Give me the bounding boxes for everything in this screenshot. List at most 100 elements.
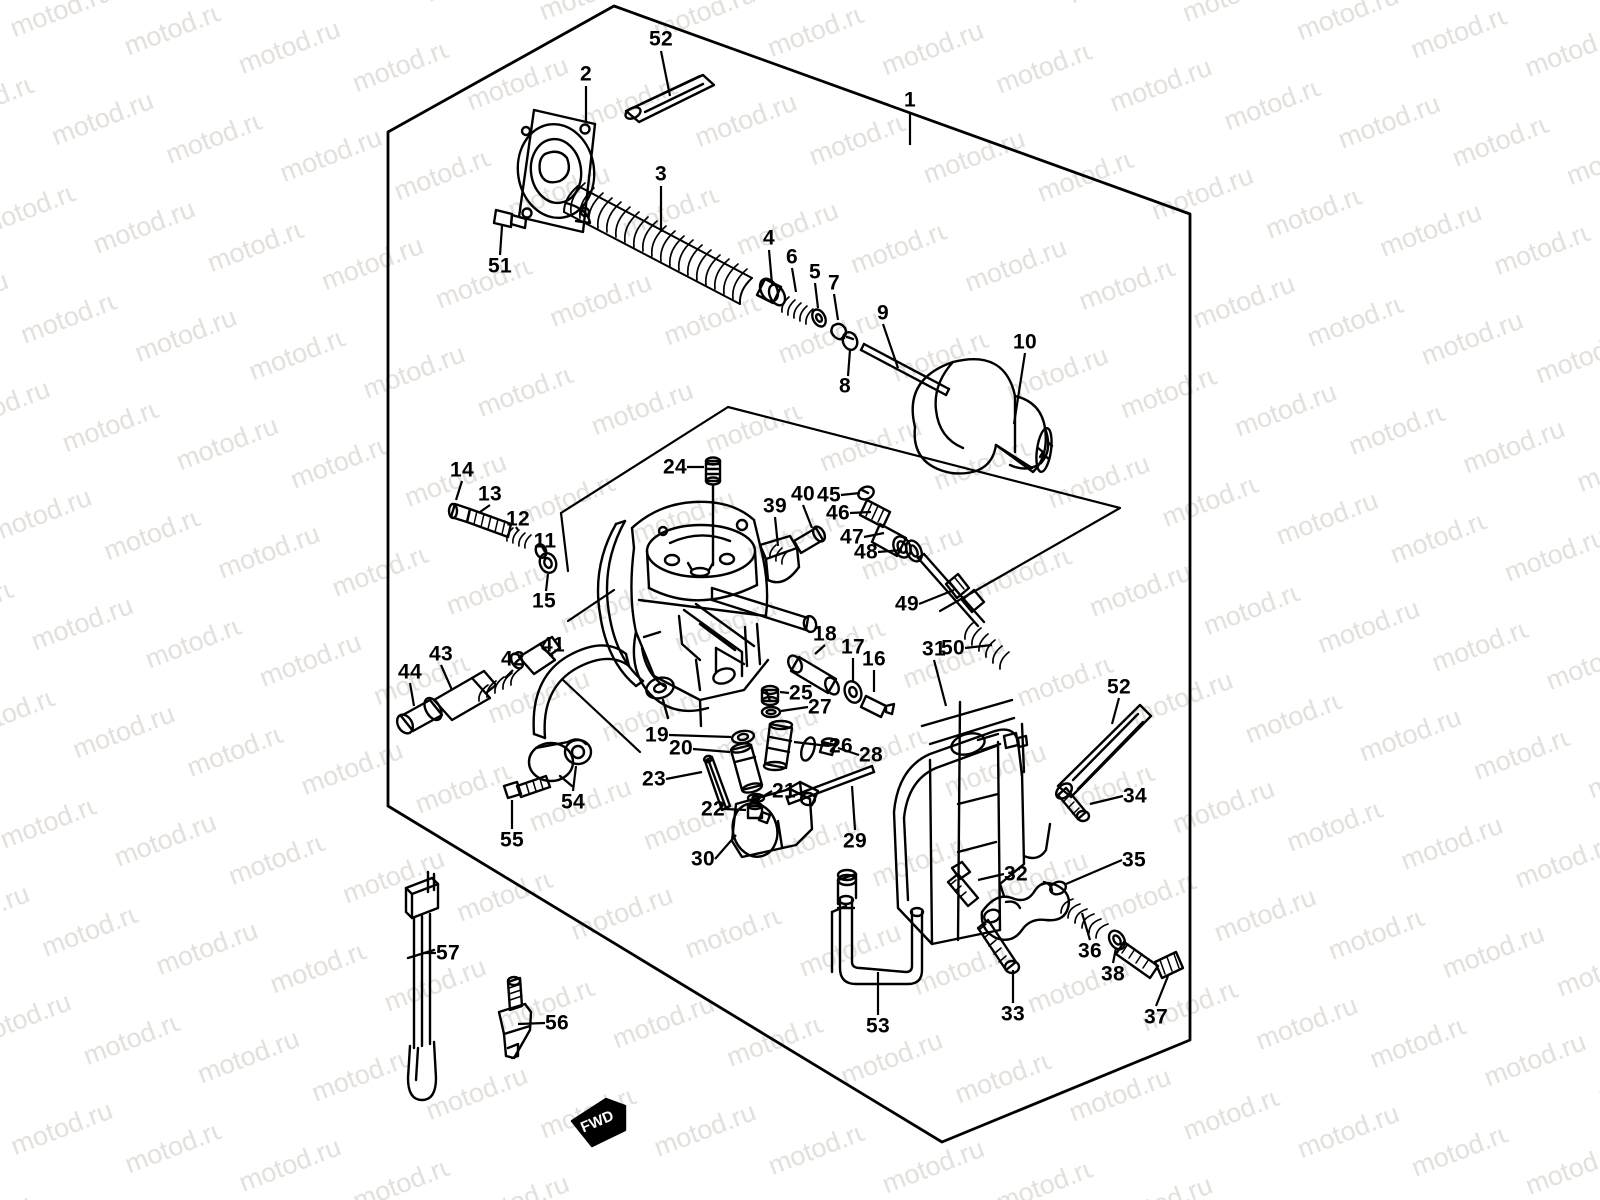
part-17-washer — [843, 680, 863, 704]
part-16-screw — [859, 694, 896, 719]
callout-11: 11 — [533, 529, 557, 553]
callout-37: 37 — [1144, 1005, 1168, 1029]
callout-57: 57 — [436, 941, 460, 965]
part-54-cable — [527, 644, 631, 788]
callout-14: 14 — [450, 458, 474, 482]
callout-12: 12 — [506, 507, 530, 531]
part-5-washer — [811, 308, 827, 328]
callout-38: 38 — [1101, 962, 1125, 986]
callout-32: 32 — [1004, 862, 1028, 886]
callout-16: 16 — [862, 647, 886, 671]
callout-27: 27 — [808, 695, 832, 719]
callout-1: 1 — [904, 88, 916, 112]
callout-43: 43 — [429, 642, 453, 666]
callout-26: 26 — [829, 734, 853, 758]
callout-50: 50 — [941, 636, 965, 660]
callout-53: 53 — [866, 1014, 890, 1038]
part-30-float — [730, 780, 820, 859]
callout-22: 22 — [701, 797, 725, 821]
part-6-spring — [781, 296, 814, 325]
callout-6: 6 — [786, 245, 798, 269]
part-32-screw — [946, 860, 980, 908]
part-53-hose — [830, 894, 925, 986]
part-37-adjuster — [1114, 940, 1185, 980]
callout-31: 31 — [922, 637, 946, 661]
part-57-gauge — [404, 870, 440, 1102]
callout-55: 55 — [500, 828, 524, 852]
leader-lines — [408, 50, 1170, 1026]
callout-21: 21 — [772, 779, 796, 803]
callout-23: 23 — [642, 767, 666, 791]
part-52-clamp-top — [624, 73, 716, 124]
part-48-oring — [904, 539, 924, 563]
callout-35: 35 — [1122, 848, 1146, 872]
part-23-needle — [702, 754, 732, 812]
part-13-screw-shaft — [465, 507, 513, 539]
callout-33: 33 — [1001, 1002, 1025, 1026]
part-40-screw — [792, 525, 827, 555]
callout-42: 42 — [501, 647, 525, 671]
callout-45: 45 — [817, 483, 841, 507]
part-45-clip — [857, 485, 875, 501]
part-53-hose-upper — [836, 868, 858, 906]
part-39-spring — [769, 544, 789, 565]
callout-7: 7 — [828, 271, 840, 295]
callout-39: 39 — [763, 494, 787, 518]
callout-9: 9 — [877, 301, 889, 325]
callout-17: 17 — [841, 635, 865, 659]
callout-40: 40 — [791, 482, 815, 506]
part-35-lever — [980, 880, 1071, 941]
callout-19: 19 — [645, 723, 669, 747]
callout-25: 25 — [789, 681, 813, 705]
carburetor-body — [596, 500, 818, 728]
callout-8: 8 — [839, 374, 851, 398]
part-51-bolt — [492, 208, 528, 230]
callout-47: 47 — [840, 525, 864, 549]
part-44-cap — [395, 698, 444, 735]
part-27-oring — [760, 705, 782, 719]
part-34-screw — [1056, 786, 1091, 823]
callout-36: 36 — [1078, 939, 1102, 963]
callout-2: 2 — [580, 62, 592, 86]
outer-boundary — [386, 4, 1192, 1144]
part-4-bushing — [755, 277, 787, 307]
callout-28: 28 — [859, 743, 883, 767]
part-50-spring — [964, 621, 1010, 670]
part-26-jet — [762, 719, 817, 772]
callout-30: 30 — [691, 847, 715, 871]
callout-52b: 52 — [1107, 675, 1131, 699]
callout-41: 41 — [541, 633, 565, 657]
part-18-shaft — [787, 654, 840, 696]
part-2-flange — [516, 108, 597, 234]
part-25-cap — [760, 684, 780, 707]
part-38-washer — [1107, 929, 1127, 951]
part-15-oring — [538, 552, 558, 574]
callout-13: 13 — [478, 482, 502, 506]
callout-29: 29 — [843, 829, 867, 853]
callout-46: 46 — [826, 501, 850, 525]
part-31-bracket — [892, 698, 1052, 946]
part-8-nut — [841, 331, 859, 351]
part-56-bracket — [497, 975, 533, 1060]
part-11-washer — [534, 543, 548, 559]
callout-20: 20 — [669, 736, 693, 760]
part-12-spring — [506, 527, 532, 549]
callout-52: 52 — [649, 27, 673, 51]
callout-4: 4 — [763, 226, 775, 250]
callout-24: 24 — [663, 455, 687, 479]
callout-49: 49 — [895, 592, 919, 616]
callout-10: 10 — [1013, 330, 1037, 354]
callout-15: 15 — [532, 589, 556, 613]
callout-18: 18 — [813, 622, 837, 646]
callout-44: 44 — [398, 660, 422, 684]
inner-boundary — [559, 405, 1122, 613]
callout-54: 54 — [561, 790, 585, 814]
callout-3: 3 — [655, 162, 667, 186]
callout-5: 5 — [809, 260, 821, 284]
callout-48: 48 — [854, 540, 878, 564]
callout-34: 34 — [1123, 784, 1147, 808]
